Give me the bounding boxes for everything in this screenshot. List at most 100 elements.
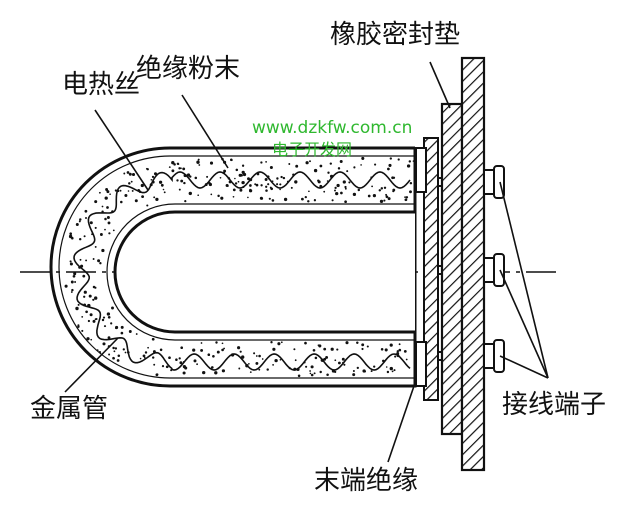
powder-dot [325,355,329,359]
powder-dot [357,188,361,192]
powder-dot [131,172,136,177]
powder-dot [96,349,99,352]
powder-dot [82,274,86,278]
powder-dot [72,274,76,278]
powder-dot [346,170,349,173]
leader-terminal-2 [499,269,549,379]
powder-dot [113,357,115,360]
powder-dot [98,350,102,354]
powder-dot [131,189,134,192]
powder-dot [330,347,334,351]
tube-wall-line-inner [106,203,415,341]
powder-dot [176,162,180,166]
heating-wire-coil [73,171,411,371]
powder-dot [85,217,87,219]
powder-dot [336,183,340,188]
powder-dot [335,191,339,196]
label-metal-tube: 金属管 [30,394,109,424]
powder-dot [385,193,388,196]
powder-dot [70,280,74,284]
powder-dot [84,209,88,213]
powder-dot [327,171,330,174]
powder-dot [258,368,261,371]
powder-dot [212,355,215,358]
powder-dot [277,342,281,346]
powder-dot [107,221,111,225]
powder-dot [308,190,310,193]
powder-dot [171,169,175,173]
powder-dot [192,348,196,352]
powder-dot [150,178,153,181]
powder-dot [396,350,399,353]
powder-dot [88,294,92,298]
powder-dot [364,370,367,373]
powder-dot [249,184,252,187]
powder-dot [120,325,124,329]
powder-dot [197,194,200,197]
powder-dot [338,361,341,365]
powder-dot [75,223,79,226]
powder-dot [261,358,264,360]
powder-dot [255,355,258,357]
powder-dot [90,338,93,341]
powder-dot [283,197,288,202]
powder-dot [123,172,126,175]
powder-dot [378,189,382,192]
powder-dot [127,190,130,192]
powder-dot [200,348,204,352]
powder-dot [323,190,326,193]
powder-dot [295,164,299,168]
powder-dot [110,322,113,325]
powder-dot [92,285,96,289]
powder-dot [409,190,412,194]
powder-dot [294,359,297,362]
powder-dot [180,179,184,183]
powder-dot [207,353,211,357]
powder-dot [341,357,345,361]
powder-dot [197,158,200,161]
powder-dot [107,336,111,340]
powder-dot [337,167,341,170]
metal-tube-outer [49,146,417,388]
powder-dot [202,370,206,375]
powder-dot [113,350,116,353]
powder-dot [343,363,346,366]
powder-dot [171,161,175,165]
powder-dot [380,348,384,351]
powder-dot [290,186,293,189]
powder-dot [221,342,224,345]
powder-dot [340,191,343,195]
powder-dot [344,187,347,190]
powder-dot [128,330,132,333]
powder-dot [404,198,408,202]
powder-dot [223,347,226,350]
powder-dot [103,325,107,328]
powder-dot [196,363,198,366]
powder-dot [323,347,327,351]
powder-dot [323,357,327,361]
powder-dot [397,158,400,161]
powder-dot [101,318,105,322]
powder-dot [361,347,364,351]
terminal-nut-top [483,165,505,199]
powder-dot [348,181,351,184]
powder-dot [313,372,316,375]
powder-dot [107,315,111,319]
powder-dot [83,295,86,298]
powder-dot [269,165,273,170]
powder-dot [78,237,82,241]
insulating-powder-dots [64,156,415,378]
powder-dot [352,369,355,373]
powder-dot [92,298,95,301]
powder-dot [221,369,225,373]
powder-dot [94,245,97,248]
powder-dot [280,341,283,344]
powder-dot [184,366,188,370]
powder-dot [385,195,389,199]
powder-dot [268,197,271,200]
powder-dot [361,156,365,160]
leader-terminal-3 [499,355,549,379]
powder-dot [95,317,98,321]
leader-insulating-powder [181,94,229,169]
powder-dot [79,218,82,221]
